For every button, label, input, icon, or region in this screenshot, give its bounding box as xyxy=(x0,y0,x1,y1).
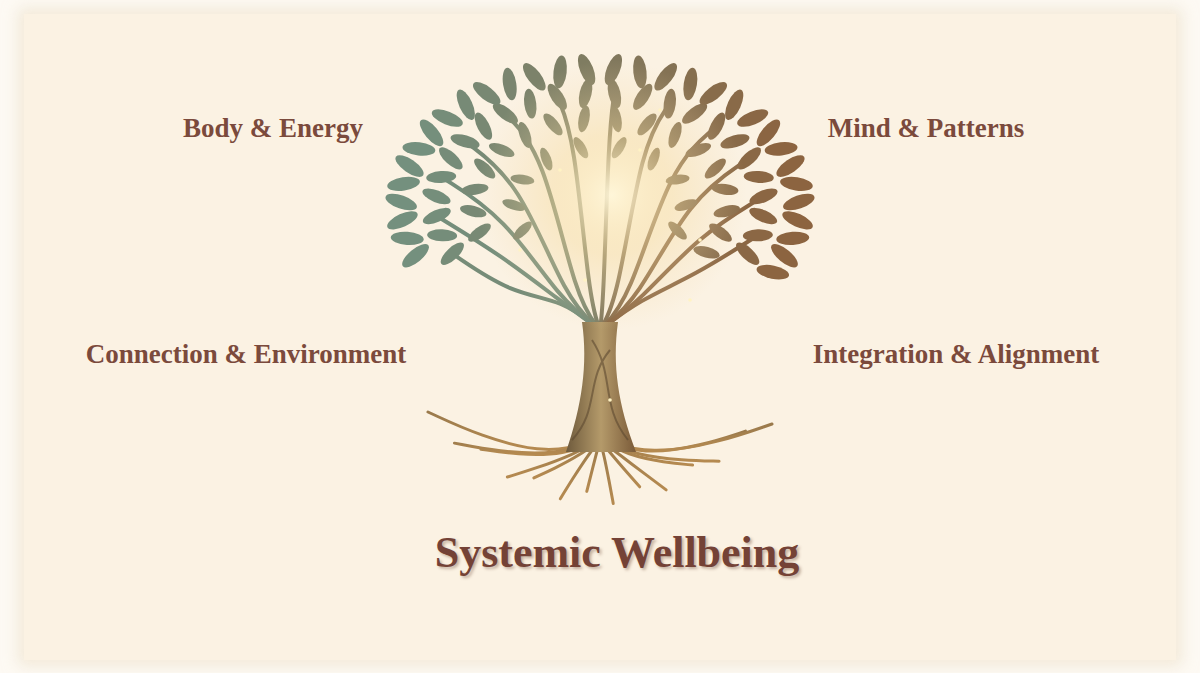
sparkle xyxy=(688,298,692,302)
sparkle xyxy=(583,278,587,282)
leaf xyxy=(776,231,810,246)
leaf xyxy=(399,240,433,271)
leaf xyxy=(764,141,798,158)
sparkles xyxy=(518,108,702,402)
leaf xyxy=(383,190,419,213)
leaf xyxy=(437,239,467,268)
leaf xyxy=(402,141,436,158)
leaf xyxy=(501,67,519,102)
leaf xyxy=(427,229,457,242)
domain-label: Connection & Environment xyxy=(86,339,407,370)
leaf xyxy=(779,175,814,193)
leaf xyxy=(773,151,808,181)
leaf xyxy=(453,87,479,123)
leaf xyxy=(386,175,421,193)
leaf xyxy=(781,190,817,213)
sparkle xyxy=(518,248,522,252)
leaf xyxy=(385,207,421,233)
title: Systemic Wellbeing xyxy=(435,527,800,578)
leaf xyxy=(743,229,773,242)
leaf xyxy=(743,170,774,184)
leaf xyxy=(426,170,457,184)
leaf xyxy=(449,131,481,151)
leaf xyxy=(390,231,424,246)
leaf xyxy=(747,205,779,228)
sparkle xyxy=(608,398,612,402)
light-glow xyxy=(477,60,747,330)
leaf xyxy=(470,78,504,108)
trunk-twist xyxy=(572,340,628,440)
leaf xyxy=(780,207,816,233)
sparkle xyxy=(638,148,642,152)
leaf xyxy=(421,205,453,228)
domain-label: Body & Energy xyxy=(183,113,363,144)
leaf xyxy=(420,185,452,208)
sparkle xyxy=(658,108,662,112)
domain-label: Mind & Patterns xyxy=(828,113,1024,144)
tree-trunk xyxy=(566,322,636,452)
leaf xyxy=(755,262,790,282)
sparkle xyxy=(558,168,562,172)
leaf xyxy=(430,106,466,131)
leaf xyxy=(747,185,779,208)
leaf xyxy=(436,144,466,173)
sparkle xyxy=(698,238,702,242)
domain-label: Integration & Alignment xyxy=(813,339,1100,370)
